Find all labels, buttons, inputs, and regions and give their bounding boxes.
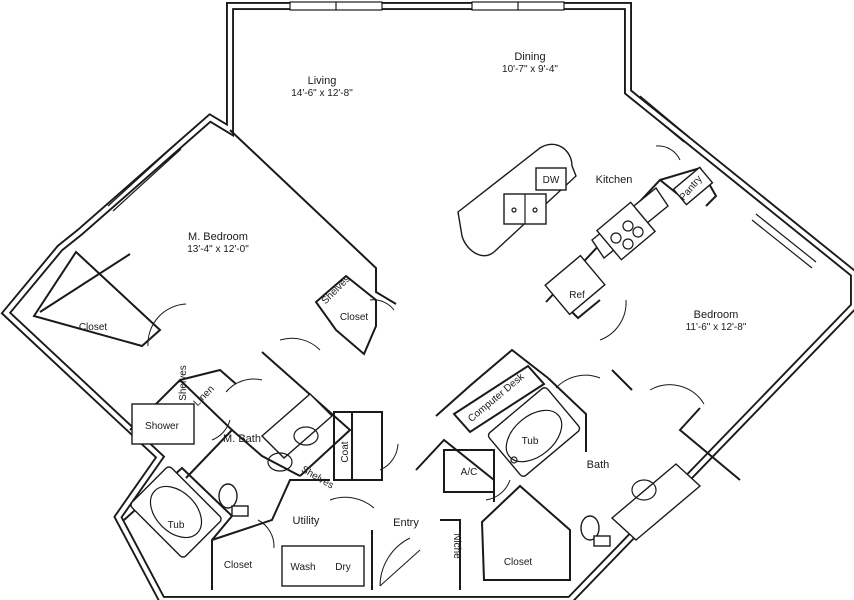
living-label: Living <box>308 75 337 87</box>
kitchen-fixtures <box>457 143 714 316</box>
ref-label: Ref <box>569 290 585 301</box>
bath-label: Bath <box>587 459 610 471</box>
shelves-label: Shelves <box>320 274 353 307</box>
shelves-label: Shelves <box>299 464 335 491</box>
refrigerator <box>544 254 606 316</box>
dining-size: 10'-7" x 9'-4" <box>502 64 558 75</box>
closet-label: Closet <box>504 557 533 568</box>
bedroom-label: Bedroom <box>694 309 739 321</box>
shelves-label: Shelves <box>178 365 189 401</box>
linen-label: Linen <box>192 384 217 409</box>
tub-label: Tub <box>168 520 185 531</box>
dishwasher <box>535 167 567 191</box>
master-bedroom-label: M. Bedroom <box>188 231 248 243</box>
room-labels: Living 14'-6" x 12'-8" Dining 10'-7" x 9… <box>187 51 747 529</box>
entry-label: Entry <box>393 517 419 529</box>
dining-label: Dining <box>514 51 545 63</box>
dry-label: Dry <box>335 562 351 573</box>
shower <box>131 403 195 445</box>
windows <box>107 1 817 269</box>
utility-label: Utility <box>293 515 320 527</box>
closet-label: Closet <box>340 312 369 323</box>
closet-label: Closet <box>224 560 253 571</box>
master-toilet <box>218 483 238 509</box>
ac-label: A/C <box>461 467 478 478</box>
wash-label: Wash <box>290 562 315 573</box>
dw-label: DW <box>543 175 560 186</box>
master-bedroom-size: 13'-4" x 12'-0" <box>187 244 249 255</box>
closet-label: Closet <box>79 322 108 333</box>
kitchen-label: Kitchen <box>596 174 633 186</box>
bath-tub <box>487 387 581 477</box>
shower-label: Shower <box>145 421 180 432</box>
coat-label: Coat <box>340 441 351 462</box>
bedroom-size: 11'-6" x 12'-8" <box>686 322 747 333</box>
bath-toilet <box>580 515 600 541</box>
tub-label: Tub <box>522 436 539 447</box>
pantry <box>672 166 714 206</box>
bath-fixtures <box>130 387 702 587</box>
master-bath-label: M. Bath <box>223 433 261 445</box>
niche-label: Niche <box>451 533 462 559</box>
living-size: 14'-6" x 12'-8" <box>291 88 353 99</box>
door-swings <box>147 145 705 587</box>
master-tub <box>130 466 222 558</box>
